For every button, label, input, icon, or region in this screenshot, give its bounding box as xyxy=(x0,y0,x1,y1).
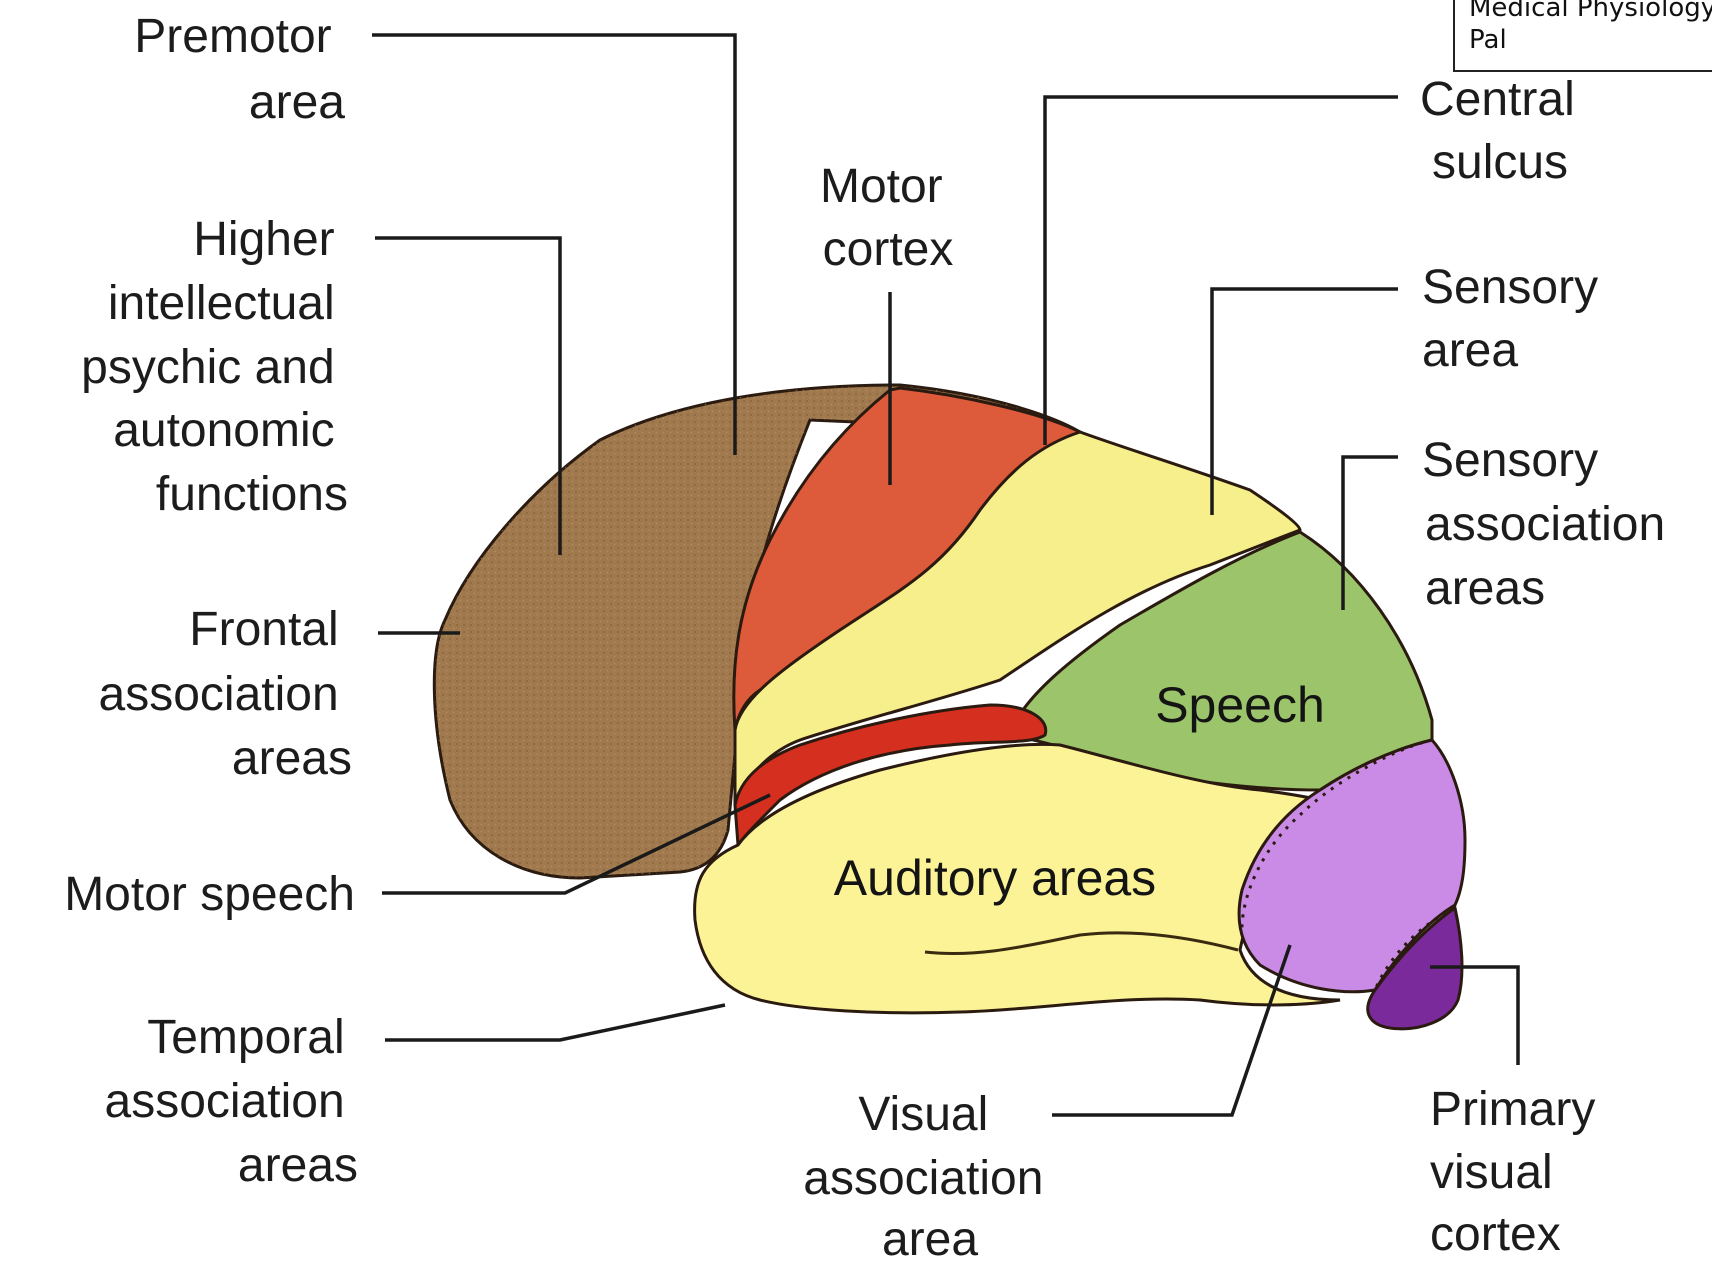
leader-temporal-association xyxy=(385,1005,725,1040)
label-premotor-area: Premotor area xyxy=(134,10,345,129)
leader-premotor xyxy=(372,35,735,455)
label-frontal-association: Frontal association areas xyxy=(99,603,352,785)
label-temporal-association: Temporal association areas xyxy=(105,1011,358,1192)
credit-box: Medical Physiology Pal xyxy=(1453,0,1712,72)
label-higher-intellectual: Higher intellectual psychic and autonomi… xyxy=(81,213,348,521)
label-primary-visual-cortex: Primary visual cortex xyxy=(1430,1083,1609,1261)
label-motor-speech: Motor speech xyxy=(64,868,355,921)
label-auditory-areas: Auditory areas xyxy=(834,850,1156,906)
label-sensory-area: Sensory area xyxy=(1422,261,1611,377)
leader-sensory-area xyxy=(1212,289,1398,515)
credit-line-2: Pal xyxy=(1469,24,1712,56)
credit-line-1: Medical Physiology xyxy=(1469,0,1712,24)
label-sensory-association: Sensory association areas xyxy=(1422,434,1678,615)
leader-central-sulcus xyxy=(1045,97,1398,445)
label-motor-cortex: Motor cortex xyxy=(820,160,956,276)
label-central-sulcus: Central sulcus xyxy=(1420,73,1588,189)
label-visual-association: Visual association area xyxy=(803,1088,1056,1262)
label-speech: Speech xyxy=(1155,677,1325,733)
